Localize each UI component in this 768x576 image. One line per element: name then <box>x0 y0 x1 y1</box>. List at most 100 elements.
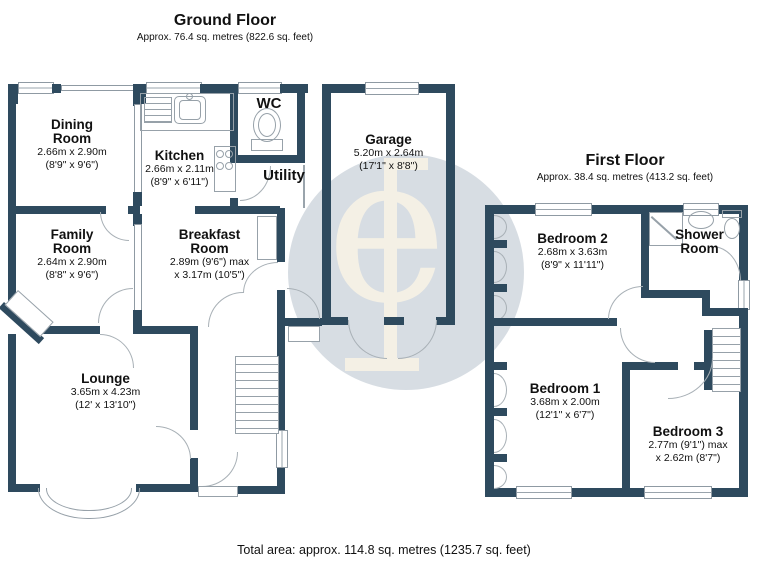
wall <box>485 488 748 497</box>
wall <box>436 317 455 325</box>
wall <box>190 458 198 492</box>
wall <box>40 326 100 334</box>
window <box>644 486 712 499</box>
room-label-bedroom1: Bedroom 1 3.68m x 2.00m (12'1" x 6'7") <box>529 381 601 421</box>
wall <box>277 466 285 494</box>
wall <box>230 84 238 163</box>
logo-top-serif <box>384 158 428 170</box>
door-arc <box>156 426 191 459</box>
burner <box>225 162 233 170</box>
wall <box>446 84 455 325</box>
wardrobe-door <box>494 419 507 453</box>
wall <box>8 206 106 214</box>
wall <box>494 362 507 370</box>
wall <box>630 362 678 370</box>
window <box>146 82 202 94</box>
wall <box>8 484 40 492</box>
burner <box>216 150 224 158</box>
floor-subtitle: Approx. 38.4 sq. metres (413.2 sq. feet) <box>536 171 714 183</box>
wall <box>285 318 322 326</box>
wall <box>384 317 404 325</box>
toilet-cistern <box>251 139 283 151</box>
window <box>61 85 135 91</box>
staircase <box>235 356 279 434</box>
window <box>738 280 750 310</box>
wall <box>622 362 630 497</box>
wall <box>702 290 710 316</box>
drainer <box>144 97 172 123</box>
wall <box>494 408 507 416</box>
wall <box>128 206 140 214</box>
door-arc <box>208 292 243 327</box>
wall <box>322 317 348 325</box>
room-label-kitchen: Kitchen 2.66m x 2.11m (8'9" x 6'11") <box>145 148 214 188</box>
wall <box>277 290 285 328</box>
wall <box>277 325 285 430</box>
logo-stem <box>384 158 397 363</box>
total-area-text: Total area: approx. 114.8 sq. metres (12… <box>237 543 531 557</box>
glazed-partition <box>134 224 142 314</box>
burner <box>225 150 233 158</box>
wall <box>190 334 198 430</box>
window <box>365 82 419 95</box>
door-step <box>288 326 320 342</box>
wall <box>133 192 142 206</box>
front-door-leaf <box>198 486 238 497</box>
wall <box>494 284 507 292</box>
toilet-cistern <box>722 210 742 218</box>
window <box>18 82 54 94</box>
ground-floor-title: Ground Floor Approx. 76.4 sq. metres (82… <box>95 12 355 45</box>
door-arc <box>202 452 238 487</box>
door-arc <box>620 328 655 363</box>
wardrobe-door <box>494 465 507 489</box>
room-label-dining: Dining Room 2.66m x 2.90m (8'9" x 9'6") <box>37 117 107 171</box>
wall <box>52 84 61 93</box>
door-arc <box>608 286 643 319</box>
wall <box>133 214 142 226</box>
door-arc <box>98 288 133 323</box>
logo-base-serif <box>345 358 419 371</box>
wall <box>485 318 617 326</box>
wall <box>641 290 709 298</box>
basin-icon <box>688 211 714 229</box>
wall <box>8 84 16 306</box>
room-label-garage: Garage 5.20m x 2.64m (17'1" x 8'8") <box>353 132 424 172</box>
wall <box>485 205 748 214</box>
tap-icon <box>186 93 193 100</box>
floor-title: Ground Floor <box>173 12 277 29</box>
room-label-breakfast: Breakfast Room 2.89m (9'6") max x 3.17m … <box>169 227 250 281</box>
floor-title: First Floor <box>585 152 665 169</box>
room-label-lounge: Lounge 3.65m x 4.23m (12' x 13'10") <box>70 371 141 411</box>
wall <box>280 84 308 93</box>
utility-boundary-line <box>303 165 305 208</box>
wall <box>133 326 198 334</box>
sink-basin <box>179 100 201 120</box>
room-label-bedroom2: Bedroom 2 2.68m x 3.63m (8'9" x 11'11") <box>537 231 608 271</box>
wall <box>233 155 305 163</box>
toilet-icon <box>724 218 740 239</box>
wall <box>133 310 142 326</box>
wall <box>702 308 748 316</box>
wall <box>8 334 16 492</box>
window <box>535 203 592 216</box>
wall <box>739 205 748 497</box>
door-arc <box>668 358 713 399</box>
room-label-shower: Shower Room <box>675 227 724 257</box>
window <box>238 82 282 94</box>
wall <box>494 454 507 462</box>
burner <box>216 162 224 170</box>
room-label-wc: WC <box>256 95 282 112</box>
door-arc <box>100 334 134 368</box>
toilet-icon <box>253 108 281 142</box>
stove-icon <box>214 146 236 192</box>
wall <box>277 208 285 262</box>
cupboard <box>257 216 277 260</box>
wall <box>494 240 507 248</box>
wall <box>641 205 649 298</box>
toilet-bowl <box>258 113 276 137</box>
wall <box>230 206 280 214</box>
staircase <box>712 328 741 392</box>
wall <box>297 84 305 163</box>
window <box>276 430 288 468</box>
